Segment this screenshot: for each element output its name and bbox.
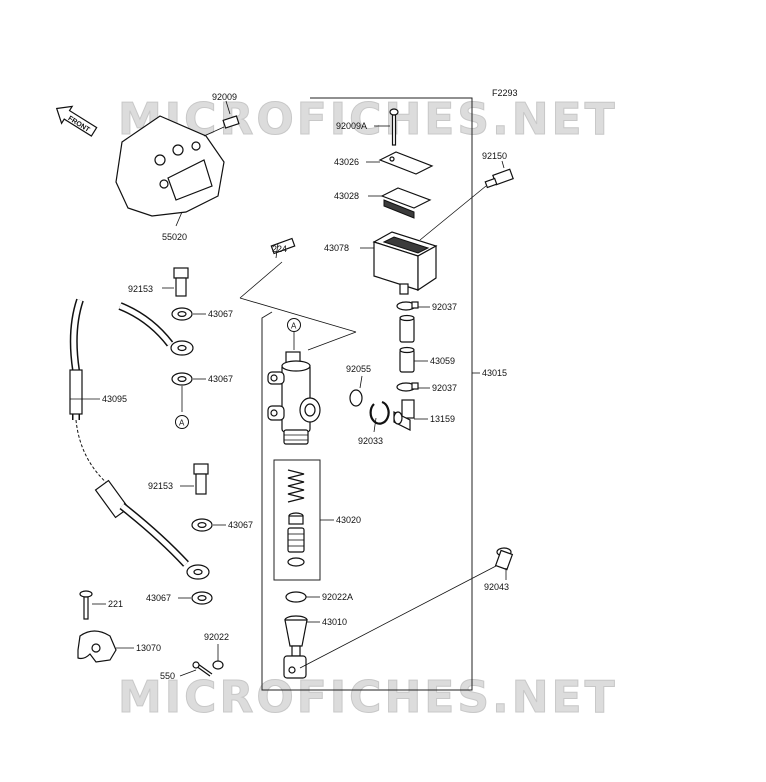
hose-clamp-92037-lower bbox=[396, 382, 430, 392]
label-43015: 43015 bbox=[482, 368, 507, 378]
circlip-92022A bbox=[285, 591, 307, 603]
o-ring-92055 bbox=[349, 389, 363, 407]
screw-221 bbox=[79, 590, 106, 620]
callout-a-left bbox=[175, 415, 189, 429]
callout-a-left-letter: A bbox=[179, 419, 185, 428]
screw-92009A bbox=[374, 108, 399, 146]
pin-92043 bbox=[299, 547, 514, 669]
watermark-bottom: MICROFICHES.NET bbox=[118, 672, 618, 723]
label-92037-upper: 92037 bbox=[432, 302, 457, 312]
label-43026: 43026 bbox=[334, 157, 359, 167]
banjo-bolt-92153-upper bbox=[162, 267, 189, 297]
label-43095: 43095 bbox=[102, 394, 127, 404]
banjo-bolt-92153-lower bbox=[180, 463, 209, 495]
label-92150: 92150 bbox=[482, 151, 507, 161]
label-221: 221 bbox=[108, 599, 123, 609]
label-43067-c: 43067 bbox=[228, 520, 253, 530]
piston-kit-43020 bbox=[287, 469, 334, 567]
label-43078: 43078 bbox=[324, 243, 349, 253]
hose-43059 bbox=[399, 314, 428, 373]
guard-55020 bbox=[115, 115, 225, 227]
label-92153-upper: 92153 bbox=[128, 284, 153, 294]
hose-clamp-92037-upper bbox=[396, 301, 430, 311]
label-43059: 43059 bbox=[430, 356, 455, 366]
clamp-13070 bbox=[77, 630, 134, 663]
bolt-92150 bbox=[419, 160, 514, 241]
label-55020: 55020 bbox=[162, 232, 187, 242]
label-92033: 92033 bbox=[358, 436, 383, 446]
assembly-bracket bbox=[261, 97, 473, 691]
label-92043: 92043 bbox=[484, 582, 509, 592]
bolt-224 bbox=[239, 237, 357, 351]
push-rod-43010 bbox=[283, 615, 320, 679]
label-92037-lower: 92037 bbox=[432, 383, 457, 393]
label-13070: 13070 bbox=[136, 643, 161, 653]
label-92009: 92009 bbox=[212, 92, 237, 102]
label-43010: 43010 bbox=[322, 617, 347, 627]
label-92022A: 92022A bbox=[322, 592, 353, 602]
diaphragm-43028 bbox=[368, 187, 432, 219]
label-43067-a: 43067 bbox=[208, 309, 233, 319]
label-43028: 43028 bbox=[334, 191, 359, 201]
label-92009A: 92009A bbox=[336, 121, 367, 131]
bolt-92009 bbox=[203, 100, 240, 137]
fitting-13159 bbox=[393, 399, 428, 431]
callout-a-body bbox=[287, 318, 301, 332]
label-550: 550 bbox=[160, 671, 175, 681]
cap-43026 bbox=[366, 151, 434, 175]
label-43020: 43020 bbox=[336, 515, 361, 525]
callout-a-body-letter: A bbox=[291, 322, 297, 331]
label-92022: 92022 bbox=[204, 632, 229, 642]
label-92055: 92055 bbox=[346, 364, 371, 374]
master-cylinder-body bbox=[267, 351, 321, 445]
label-43067-d: 43067 bbox=[146, 593, 171, 603]
washer-92022 bbox=[212, 660, 224, 670]
label-43067-b: 43067 bbox=[208, 374, 233, 384]
circlip-92033 bbox=[369, 400, 390, 425]
label-224: 224 bbox=[272, 244, 287, 254]
label-13159: 13159 bbox=[430, 414, 455, 424]
front-arrow-icon: FRONT bbox=[55, 105, 98, 137]
cotter-pin-550 bbox=[179, 661, 213, 677]
brake-hose-43095 bbox=[69, 298, 210, 580]
diagram-code: F2293 bbox=[492, 88, 518, 98]
reservoir-43078 bbox=[360, 231, 438, 295]
label-92153-lower: 92153 bbox=[148, 481, 173, 491]
